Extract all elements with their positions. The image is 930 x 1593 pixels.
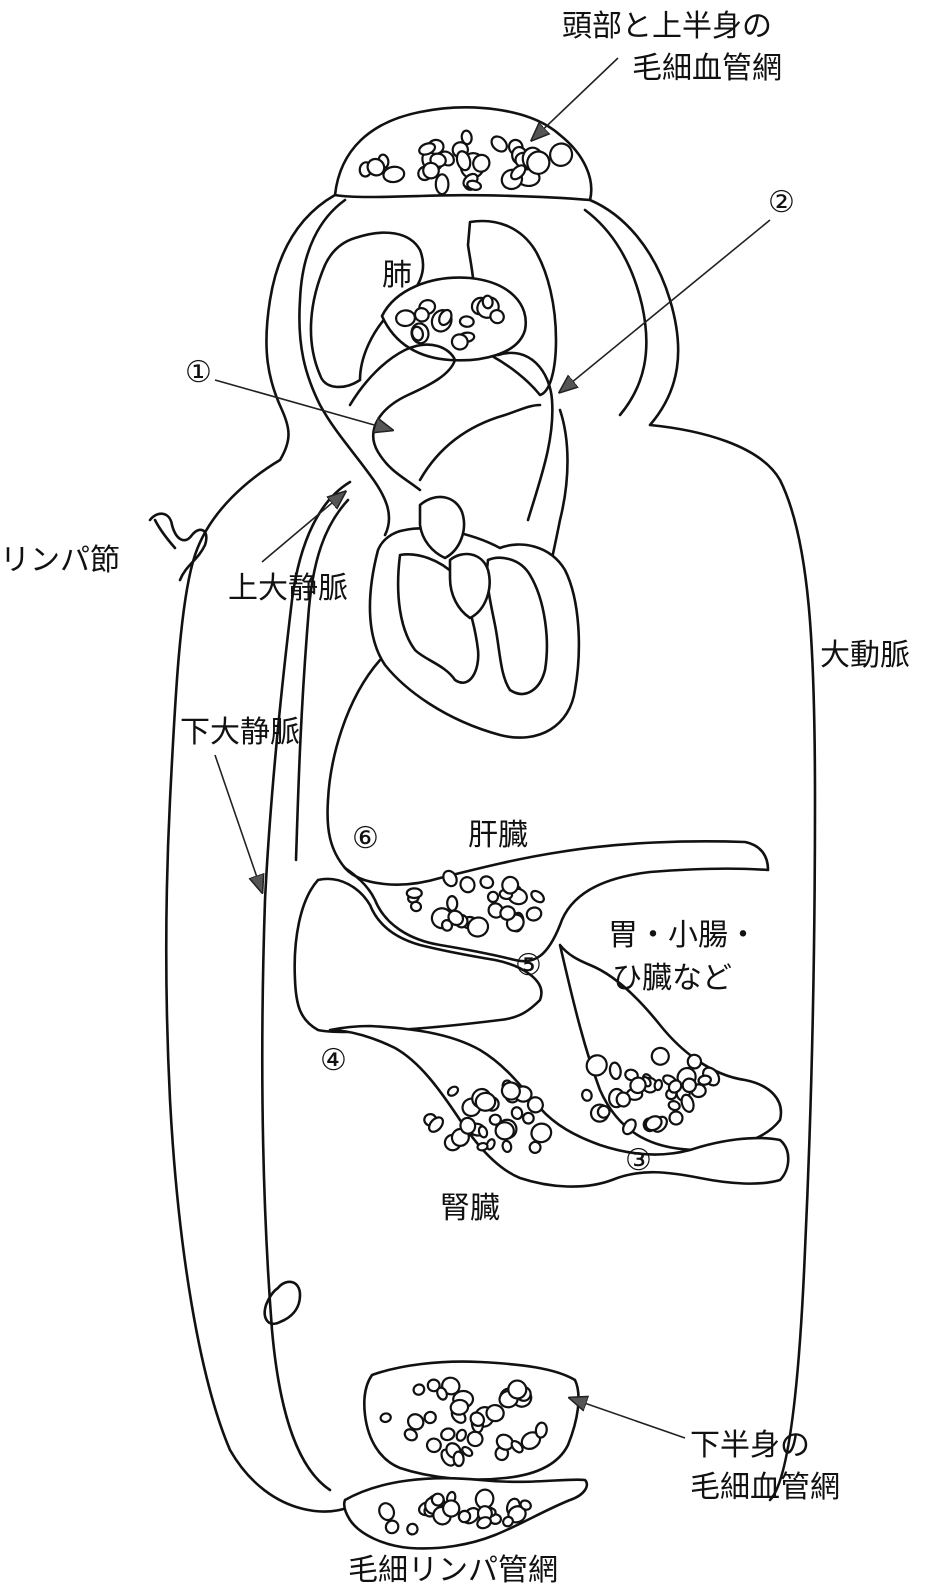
capillary-cell — [654, 1079, 663, 1090]
capillary-cell — [459, 316, 474, 328]
label-liver: 肝臓 — [468, 818, 528, 853]
capillary-cell — [407, 888, 422, 898]
label-lower-capillary-line2: 毛細血管網 — [690, 1470, 840, 1505]
capillary-cell — [495, 1122, 513, 1139]
capillary-cell — [500, 906, 516, 921]
capillary-cell — [395, 309, 415, 326]
capillary-cell — [407, 1523, 419, 1535]
marker-3: ③ — [625, 1143, 652, 1178]
arrow-lower-capillary — [570, 1398, 685, 1438]
capillary-cell — [529, 1141, 542, 1154]
lower-capillary-network — [364, 1362, 578, 1480]
marker-1: ① — [185, 355, 212, 390]
arrow-marker-2 — [560, 220, 770, 392]
marker-5: ⑤ — [515, 948, 542, 983]
capillary-cell — [502, 876, 519, 893]
lymph-capillary-network — [344, 1478, 587, 1548]
label-lower-capillary-line1: 下半身の — [690, 1428, 810, 1463]
heart — [370, 497, 579, 738]
label-digestive-line2: ひ臓など — [612, 961, 732, 996]
arrow-inferior-vena-cava — [215, 755, 262, 892]
capillary-cell — [581, 1089, 593, 1102]
marker-2: ② — [768, 185, 795, 220]
capillary-cell — [535, 1422, 548, 1438]
capillary-cell — [453, 1451, 464, 1466]
label-aorta: 大動脈 — [820, 638, 910, 673]
head-capillary-network — [335, 107, 591, 200]
capillary-cell — [488, 892, 498, 902]
capillary-cell — [477, 1142, 488, 1151]
capillary-cell — [698, 1075, 712, 1086]
label-head-capillary-line1: 頭部と上半身の — [562, 9, 772, 44]
label-head-capillary-line2: 毛細血管網 — [632, 51, 782, 86]
arrow-head-capillary — [532, 58, 618, 140]
capillary-cell — [682, 1078, 696, 1092]
label-lung: 肺 — [382, 258, 412, 293]
marker-6: ⑥ — [352, 821, 379, 856]
label-kidney: 腎臓 — [440, 1191, 500, 1226]
capillary-cell — [475, 1092, 496, 1112]
capillary-cell — [436, 174, 449, 194]
label-lymph-capillary: 毛細リンパ管網 — [348, 1553, 558, 1588]
marker-4: ④ — [320, 1043, 347, 1078]
lungs — [311, 221, 556, 395]
capillary-cell — [616, 1092, 631, 1108]
capillary-cell — [447, 896, 458, 911]
labels: 頭部と上半身の 毛細血管網 肺 リンパ節 上大静脈 下大静脈 大動脈 肝臓 胃・… — [0, 9, 910, 1588]
capillary-cell — [687, 1054, 702, 1069]
capillary-cell — [482, 295, 493, 309]
capillary-cell — [380, 1412, 392, 1422]
label-inferior-vena-cava: 下大静脈 — [180, 715, 300, 750]
label-superior-vena-cava: 上大静脈 — [228, 571, 348, 606]
arrow-marker-1 — [215, 380, 392, 430]
label-lymph-node: リンパ節 — [0, 543, 120, 578]
label-digestive-line1: 胃・小腸・ — [608, 918, 758, 953]
